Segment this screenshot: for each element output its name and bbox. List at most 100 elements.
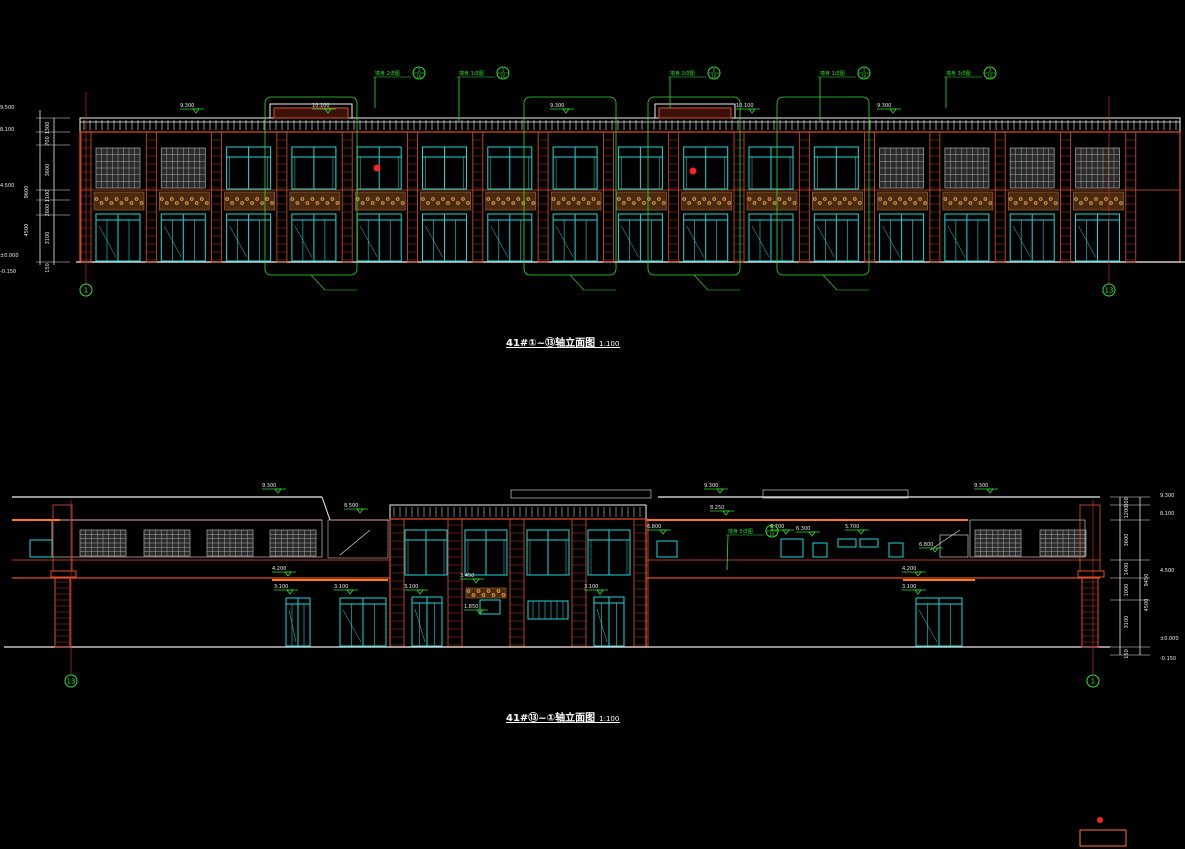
decor-dot (250, 201, 255, 205)
level-triangle (356, 508, 364, 514)
decor-dot (682, 197, 687, 201)
decor-dot (762, 201, 767, 205)
decor-band (159, 191, 210, 211)
decor-dot (923, 201, 927, 205)
decor-dot (315, 201, 320, 205)
decor-dot (747, 197, 752, 201)
level-triangle (914, 571, 922, 577)
terrace-door (939, 534, 969, 558)
decor-dot (551, 197, 556, 201)
decor-dot (1079, 201, 1083, 205)
dim-label: 3600 (1124, 534, 1130, 547)
level-label: 8.500 (344, 503, 358, 509)
decor-dot (571, 197, 576, 201)
level-label: 8.100 (0, 127, 14, 133)
decor-dot (908, 197, 912, 201)
decor-dot (516, 197, 521, 201)
level-label: 3.100 (902, 584, 916, 590)
callout-num: 1 (502, 68, 505, 74)
decor-dot (94, 197, 99, 201)
decor-dot (355, 197, 360, 201)
decor-dot (832, 197, 837, 201)
pilaster (929, 131, 941, 263)
decor-dot (752, 201, 757, 205)
decor-dot (104, 197, 109, 201)
decor-dot (496, 589, 501, 593)
level-label: 10.100 (736, 103, 754, 109)
decor-dot (842, 197, 847, 201)
decor-dot (1114, 197, 1118, 201)
callout-box-leader (822, 274, 838, 291)
decor-dot (431, 197, 435, 201)
decor-dot (184, 201, 189, 205)
level-label: 6.800 (647, 524, 661, 530)
decor-dot (943, 197, 948, 201)
decor-dot (506, 197, 511, 201)
decor-dot (817, 201, 822, 205)
decor-dot (501, 201, 506, 205)
level-label: 8.100 (1160, 511, 1174, 517)
dim-label: 4500 (1144, 599, 1150, 612)
level-triangle (986, 488, 994, 494)
door-diag (947, 225, 966, 258)
level-label: 9.300 (550, 103, 564, 109)
decor-dot (586, 201, 591, 205)
decor-dot (1119, 201, 1123, 205)
tower-upper (52, 504, 73, 572)
decor-dot (225, 197, 230, 201)
decor-dot (501, 593, 506, 597)
decor-dot (893, 201, 897, 205)
level-label: 9.300 (262, 483, 276, 489)
decor-dot (421, 197, 425, 201)
decor-dot (169, 197, 174, 201)
dim-label: 700 (45, 136, 51, 146)
decor-dot (390, 201, 395, 205)
pilaster (341, 131, 353, 263)
level-label: 8.250 (710, 505, 724, 511)
decor-dot (702, 197, 707, 201)
callout-text: 墙身 3详图 (946, 70, 971, 77)
decor-dot (265, 197, 270, 201)
terrace-parapet (51, 519, 323, 558)
level-triangle (857, 529, 865, 535)
decor-dot (426, 201, 430, 205)
decor-dot (1084, 197, 1088, 201)
axis-bubble (1086, 674, 1100, 688)
decor-band (289, 191, 341, 211)
decor-dot (792, 201, 797, 205)
callout-num: 5 (771, 526, 774, 532)
decor-dot (179, 197, 184, 201)
decor-dot (325, 201, 330, 205)
detail-callout-box (264, 96, 358, 276)
callout-text: 墙身 1详图 (820, 70, 845, 77)
level-label: ±0.000 (1160, 636, 1179, 642)
door-diag (342, 609, 362, 643)
door-diag (817, 225, 835, 258)
decor-dot (204, 201, 209, 205)
decor-dot (722, 197, 727, 201)
level-label: 3.100 (584, 584, 598, 590)
decor-dot (637, 197, 641, 201)
decor-dot (1048, 197, 1053, 201)
decor-dot (270, 201, 275, 205)
small-window (479, 599, 501, 615)
decor-dot (189, 197, 194, 201)
level-label: 4.500 (1160, 568, 1174, 574)
decor-dot (1038, 197, 1043, 201)
decor-dot (717, 201, 722, 205)
callout-box-leader (569, 274, 585, 291)
door-diag (490, 225, 509, 258)
decor-dot (461, 197, 465, 201)
elevation-2-title-underline (506, 722, 620, 723)
level-triangle (748, 108, 756, 114)
decor-dot (707, 201, 712, 205)
decor-dot (988, 201, 993, 205)
decor-dot (561, 197, 566, 201)
title-block-fragment (1079, 829, 1127, 847)
decor-dot (913, 201, 917, 205)
dim-label: 9450 (1144, 574, 1150, 587)
decor-dot (456, 201, 460, 205)
decor-band (1073, 191, 1124, 211)
decor-dot (466, 589, 471, 593)
